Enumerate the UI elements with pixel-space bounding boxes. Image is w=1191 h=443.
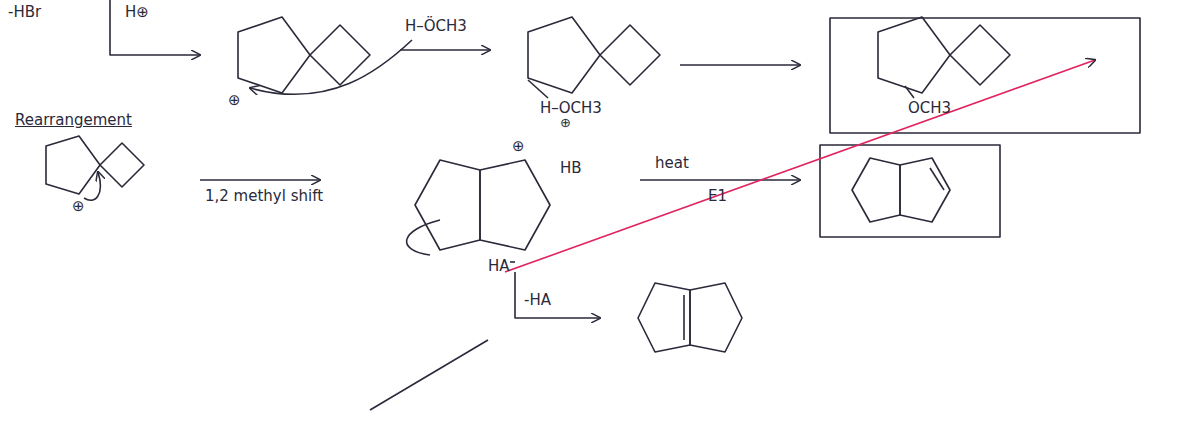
condition-label: E1 xyxy=(708,188,727,205)
group-label: OCH3 xyxy=(908,100,951,117)
group-label: H–OCH3 xyxy=(540,100,602,117)
atom-label: HB xyxy=(560,160,582,177)
condition-label: heat xyxy=(655,155,689,172)
reagent-label: H–ÖCH3 xyxy=(405,18,467,35)
charge-symbol: ⊕ xyxy=(560,116,571,130)
section-heading: Rearrangement xyxy=(15,112,132,129)
charge-symbol: ⊕ xyxy=(228,92,241,109)
charge-symbol: ⊕ xyxy=(512,138,525,155)
arrow-label: 1,2 methyl shift xyxy=(205,188,323,205)
arrow-label: -HA xyxy=(524,292,551,309)
reagent-label: -HBr xyxy=(8,4,41,21)
charge-symbol: ⊕ xyxy=(72,198,85,215)
atom-label: HA xyxy=(488,258,510,275)
reagent-label: H⊕ xyxy=(125,4,149,21)
